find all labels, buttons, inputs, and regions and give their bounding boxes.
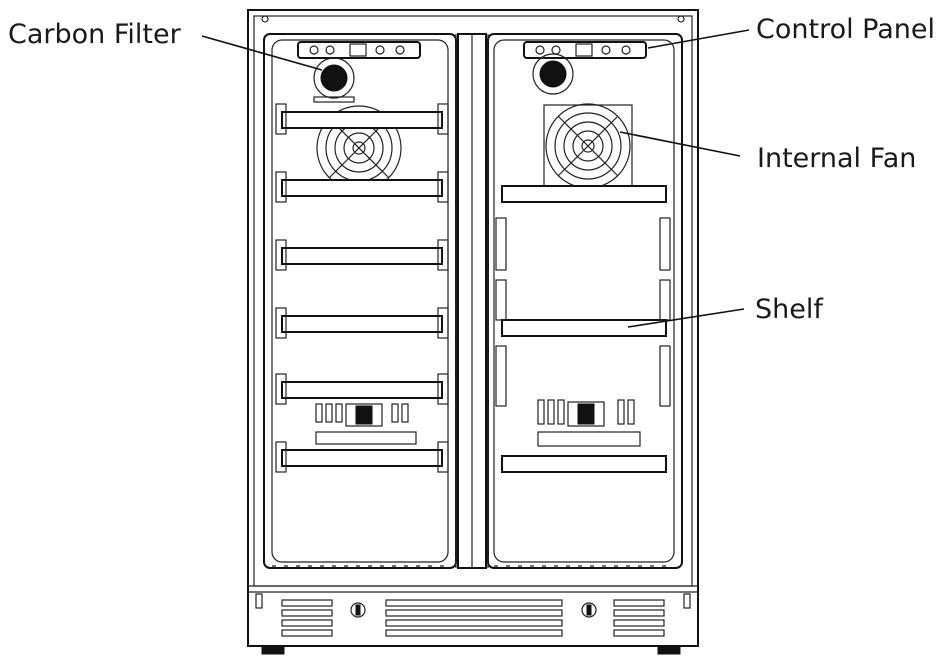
right-base-grille xyxy=(613,599,665,637)
left-shelves xyxy=(281,111,443,467)
control-panel-label: Control Panel xyxy=(756,14,935,45)
left-rear-vent xyxy=(315,403,417,445)
right-carbon-filter xyxy=(532,53,574,95)
control-panel-leader xyxy=(647,29,750,49)
internal-fan-leader xyxy=(619,131,741,157)
shelf-label: Shelf xyxy=(755,294,824,325)
right-door xyxy=(487,33,683,569)
left-door xyxy=(263,33,457,569)
left-base-grille xyxy=(281,599,333,637)
left-shelf-rails xyxy=(275,103,449,473)
left-carbon-filter xyxy=(313,57,355,103)
cabinet-frame xyxy=(247,9,699,655)
right-control-panel xyxy=(523,41,647,59)
right-rear-vent xyxy=(537,399,641,447)
carbon-filter-leader xyxy=(201,35,323,71)
door-divider xyxy=(457,33,487,569)
left-control-panel xyxy=(297,41,421,59)
base-kick-plate xyxy=(255,593,691,637)
center-base-grille xyxy=(385,599,563,637)
left-door-lock-icon xyxy=(350,602,366,618)
right-internal-fan xyxy=(543,103,633,189)
shelf-leader xyxy=(627,308,745,328)
right-shelf-rails xyxy=(495,217,671,407)
internal-fan-label: Internal Fan xyxy=(757,143,916,174)
right-shelves xyxy=(501,185,667,473)
carbon-filter-label: Carbon Filter xyxy=(8,19,182,50)
right-door-lock-icon xyxy=(581,602,597,618)
